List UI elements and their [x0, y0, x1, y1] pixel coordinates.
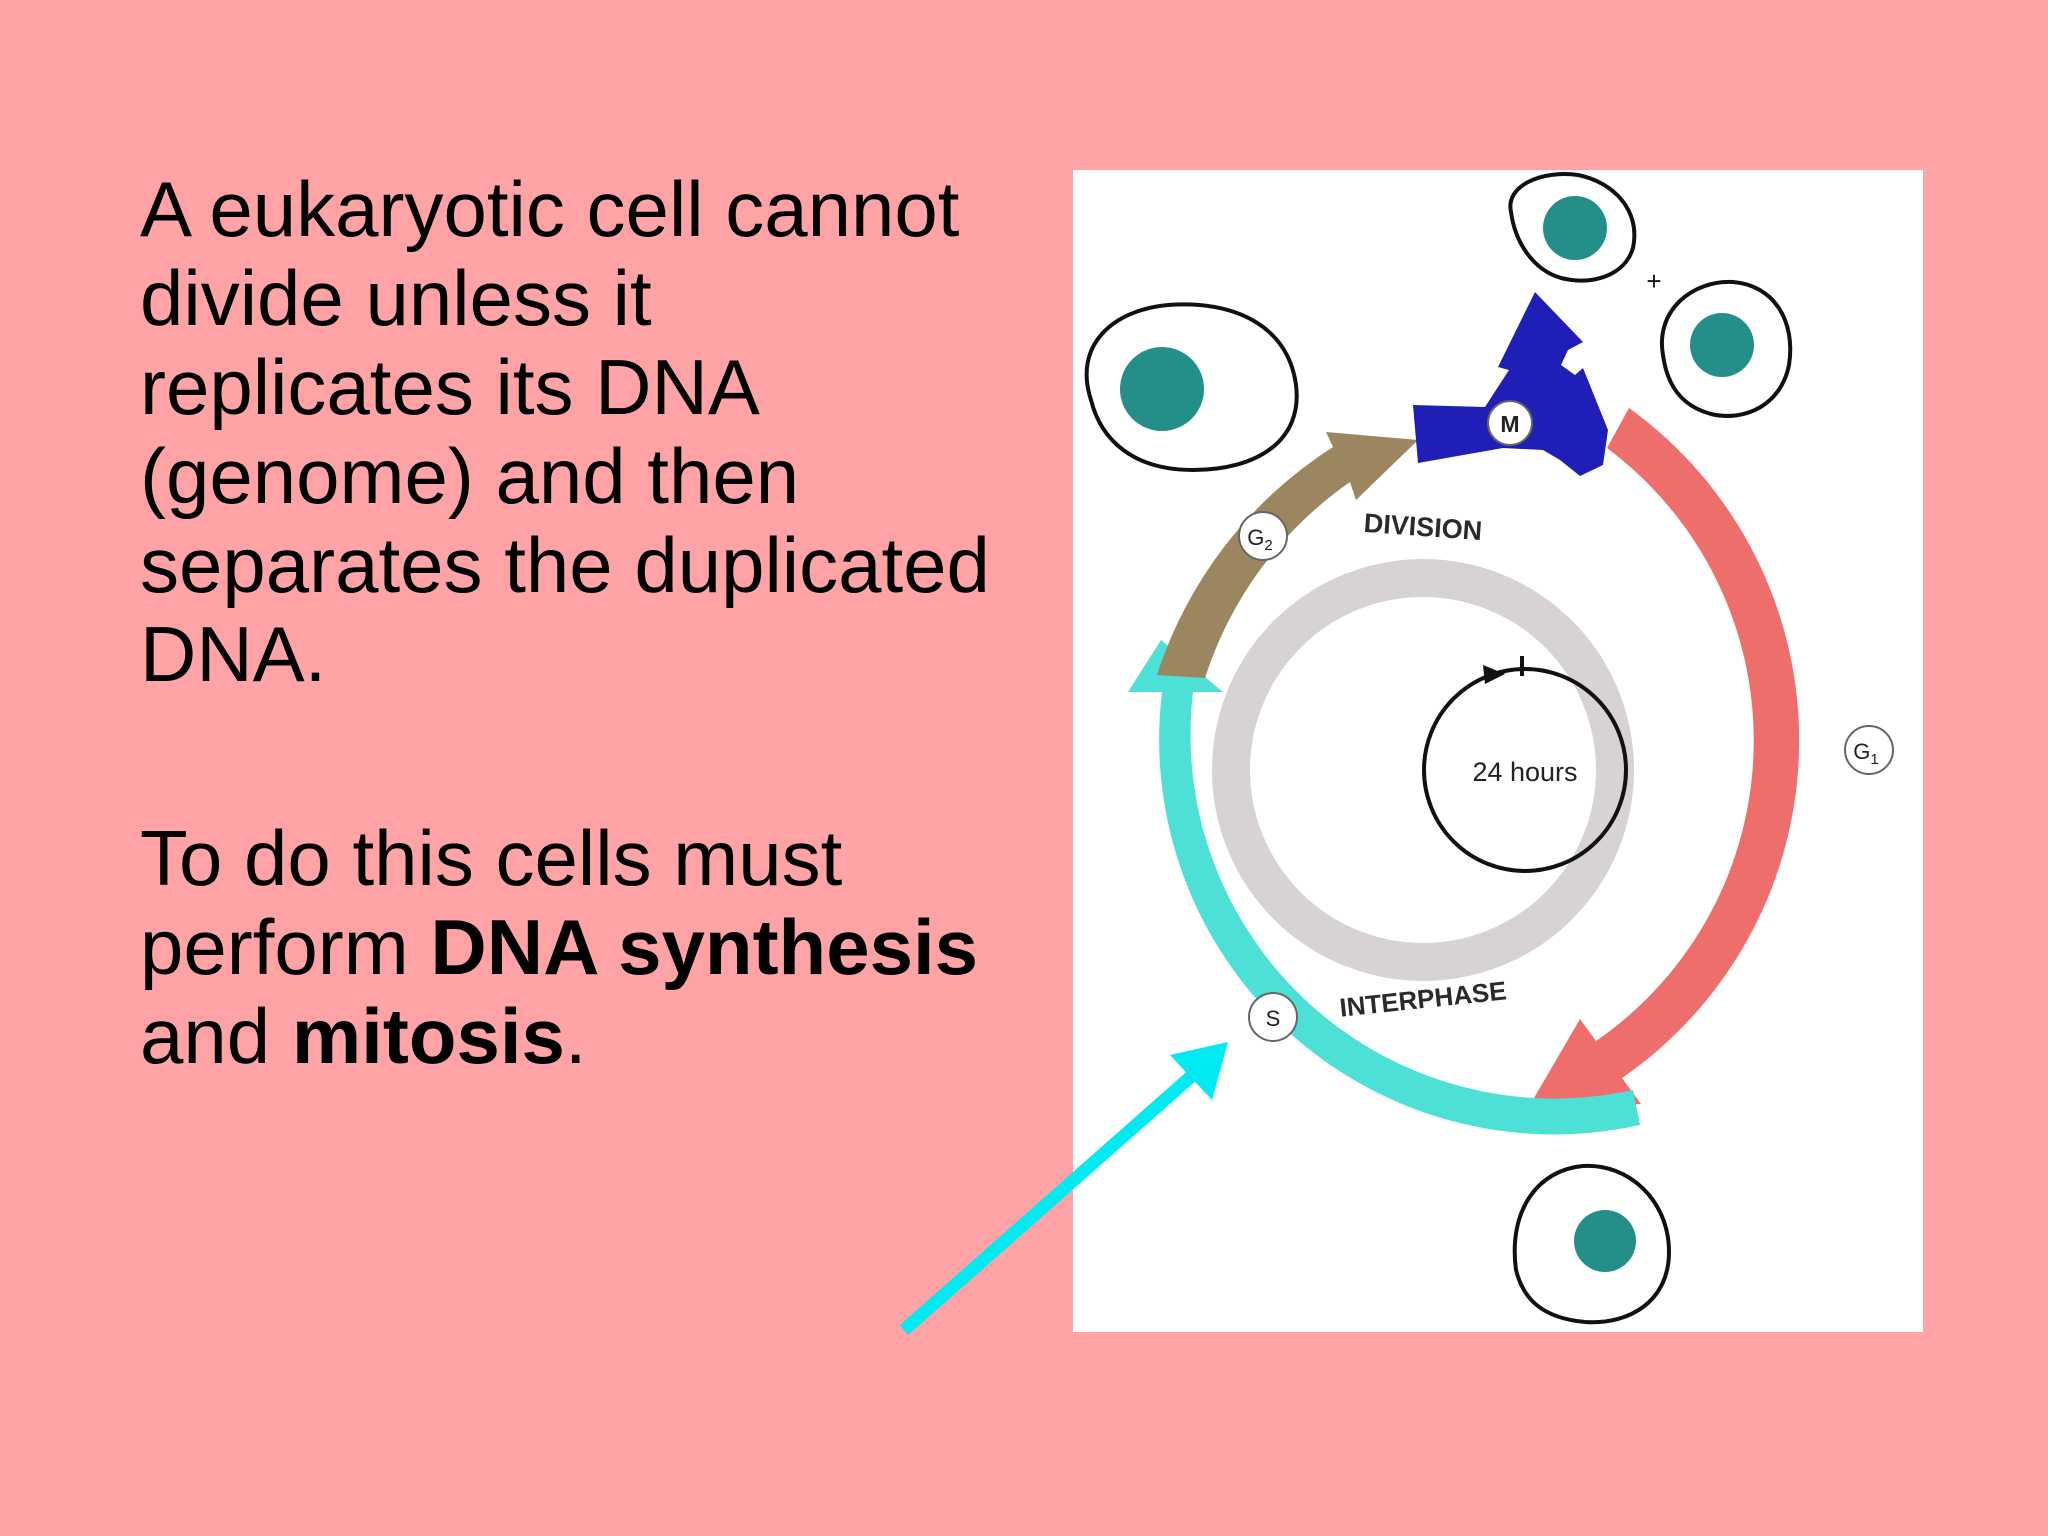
g1-phase-arc [1527, 408, 1800, 1110]
s-label: S [1266, 1006, 1281, 1031]
cycle-ring [1212, 559, 1634, 981]
plus-sign: + [1646, 266, 1661, 296]
nucleus-icon [1690, 313, 1754, 377]
s-phase-arc [1128, 640, 1640, 1135]
cell-cycle-diagram: DIVISION INTERPHASE 24 hours M G2 G1 S [1084, 172, 1894, 1325]
m-phase-arrow [1413, 292, 1608, 476]
m-badge [1487, 400, 1533, 446]
daughter-cell-top [1508, 172, 1637, 283]
nucleus-icon [1543, 196, 1607, 260]
clock-arrowhead [1483, 665, 1505, 684]
requirement-conjunction: and [140, 992, 292, 1080]
s-badge [1248, 992, 1298, 1042]
nucleus-icon [1574, 1210, 1636, 1272]
m-label: M [1500, 411, 1519, 437]
clock-circle [1422, 667, 1628, 873]
requirement-paragraph: To do this cells must perform DNA synthe… [140, 814, 1000, 1081]
bottom-g1-cell [1512, 1163, 1672, 1325]
nucleus-icon [1120, 347, 1204, 431]
dna-synthesis-term: DNA synthesis [430, 903, 979, 991]
g2-phase-arc [1157, 432, 1418, 678]
intro-paragraph: A eukaryotic cell cannot divide unless i… [140, 165, 990, 698]
g2-badge [1238, 511, 1288, 561]
division-label-bg [1350, 510, 1496, 544]
cell-cycle-figure: DIVISION INTERPHASE 24 hours M G2 G1 S [1073, 170, 1923, 1332]
large-g2-cell [1084, 302, 1299, 473]
g1-badge [1844, 725, 1894, 775]
g2-label: G2 [1247, 525, 1272, 554]
mitosis-term: mitosis [291, 992, 565, 1080]
slide-text: A eukaryotic cell cannot divide unless i… [140, 165, 1000, 1081]
requirement-prefix: To do this cells must perform [140, 814, 843, 991]
g1-label: G1 [1853, 739, 1878, 768]
requirement-period: . [564, 992, 587, 1080]
interphase-label-bg [1326, 973, 1520, 1025]
clock-label: 24 hours [1472, 757, 1577, 787]
daughter-cell-right [1659, 279, 1793, 418]
